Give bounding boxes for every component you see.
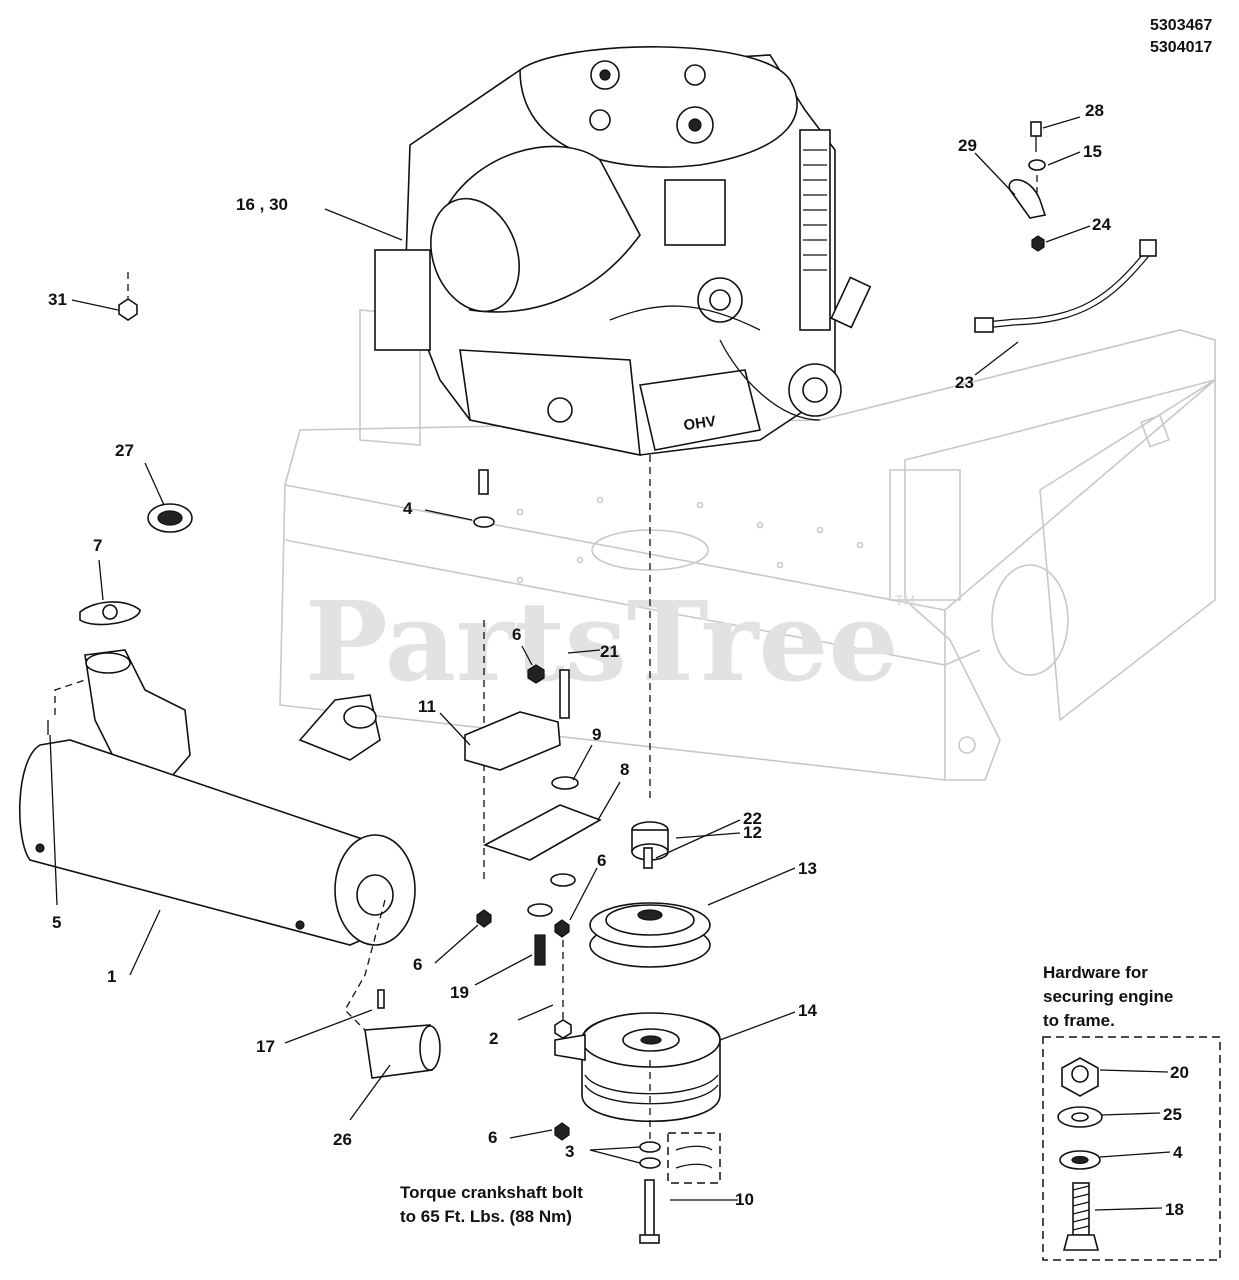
washer-3a: [639, 1141, 661, 1153]
engine-badge: OHV: [682, 413, 717, 434]
washer-lower-2: [527, 903, 553, 917]
torque-note-line1: Torque crankshaft bolt: [400, 1183, 583, 1202]
nut-6-bottom: [554, 1122, 570, 1141]
hardware-title-line3: to frame.: [1043, 1011, 1115, 1030]
washer-lower-1: [550, 873, 576, 887]
callout-21: 21: [600, 642, 619, 661]
washer-3b: [639, 1157, 661, 1169]
callout-26: 26: [333, 1130, 352, 1149]
pulley-13: [589, 902, 711, 968]
callout-11: 11: [418, 697, 436, 716]
grommet-27: [147, 503, 193, 533]
hw-lead-25: [1101, 1112, 1161, 1116]
washer-detail-box: [667, 1132, 721, 1184]
exhaust-manifold: [84, 649, 381, 791]
hardware-nut-20: [1061, 1057, 1099, 1097]
engine: OHV: [374, 46, 872, 457]
callout-16-30: 16 , 30: [236, 195, 288, 214]
callout-labels: 1 2 3 4 5 6 6 6 6 7 8 9 10 11 12 13 14 1…: [48, 101, 1111, 1209]
callout-22: 22: [743, 809, 762, 828]
callout-6b: 6: [488, 1128, 497, 1147]
callout-10: 10: [735, 1190, 754, 1209]
muffler: [18, 739, 416, 946]
callout-5: 5: [52, 913, 61, 932]
callout-7: 7: [93, 536, 102, 555]
fuel-line: [974, 239, 1157, 333]
callout-12: 12: [743, 823, 762, 842]
screw-5-guide: [54, 679, 86, 715]
mower-frame: [279, 309, 1216, 781]
callout-1: 1: [107, 967, 116, 986]
callout-27: 27: [115, 441, 134, 460]
callout-6d: 6: [597, 851, 606, 870]
hw-lead-4: [1099, 1151, 1171, 1158]
torque-note-line2: to 65 Ft. Lbs. (88 Nm): [400, 1207, 572, 1226]
callout-28: 28: [1085, 101, 1104, 120]
hw-lead-18: [1094, 1207, 1163, 1211]
callout-19: 19: [450, 983, 469, 1002]
callout-6a: 6: [413, 955, 422, 974]
hardware-washer-4: [1059, 1150, 1101, 1170]
document-number-1: 5303467: [1150, 17, 1212, 34]
washer-4-upper: [473, 516, 495, 528]
plate-8: [482, 804, 602, 861]
hardware-box: [1042, 1036, 1221, 1261]
callout-6c: 6: [512, 625, 521, 644]
nut-31: [118, 298, 138, 321]
gasket-7: [79, 601, 141, 626]
bracket-11: [464, 711, 561, 771]
callout-15: 15: [1083, 142, 1102, 161]
watermark-tm: TM: [895, 592, 915, 608]
bolt-upper: [478, 469, 489, 495]
callout-23: 23: [955, 373, 974, 392]
bolt-19: [534, 934, 546, 966]
clutch-14: [554, 1012, 721, 1122]
hw-lead-20: [1099, 1069, 1169, 1073]
hardware-title-line2: securing engine: [1043, 987, 1173, 1006]
key-22: [643, 847, 653, 869]
document-number-2: 5304017: [1150, 39, 1212, 56]
nut-6-left: [476, 909, 492, 928]
callout-31: 31: [48, 290, 67, 309]
screw-17: [377, 989, 385, 1009]
clamp-hardware: [1008, 121, 1047, 252]
bolt-21: [559, 669, 570, 719]
hardware-lockwasher-25: [1057, 1106, 1103, 1128]
washer-detail-springs: [675, 1145, 713, 1169]
callout-24: 24: [1092, 215, 1111, 234]
washer-9: [551, 776, 579, 790]
nut-6-right: [554, 919, 570, 938]
hardware-callout-18: 18: [1165, 1200, 1184, 1219]
callout-8: 8: [620, 760, 629, 779]
tailpipe-guide: [344, 899, 386, 1031]
watermark: PartsTree: [305, 577, 899, 706]
callout-13: 13: [798, 859, 817, 878]
nut-6-top: [527, 664, 545, 684]
bolt-10-head: [639, 1234, 660, 1244]
callout-14: 14: [798, 1001, 817, 1020]
callout-4: 4: [403, 499, 413, 518]
callout-9: 9: [592, 725, 601, 744]
nut-2: [554, 1019, 572, 1039]
hardware-title-line1: Hardware for: [1043, 963, 1148, 982]
hardware-callout-20: 20: [1170, 1063, 1189, 1082]
callout-3: 3: [565, 1142, 574, 1161]
hardware-callout-25: 25: [1163, 1105, 1182, 1124]
bolt-10: [644, 1179, 655, 1239]
tailpipe-26: [364, 1024, 441, 1079]
callout-17: 17: [256, 1037, 275, 1056]
hardware-callout-4: 4: [1173, 1143, 1183, 1162]
callout-29: 29: [958, 136, 977, 155]
leader-lines: [49, 116, 1091, 1201]
callout-2: 2: [489, 1029, 498, 1048]
hardware-bolt-18: [1062, 1182, 1100, 1251]
